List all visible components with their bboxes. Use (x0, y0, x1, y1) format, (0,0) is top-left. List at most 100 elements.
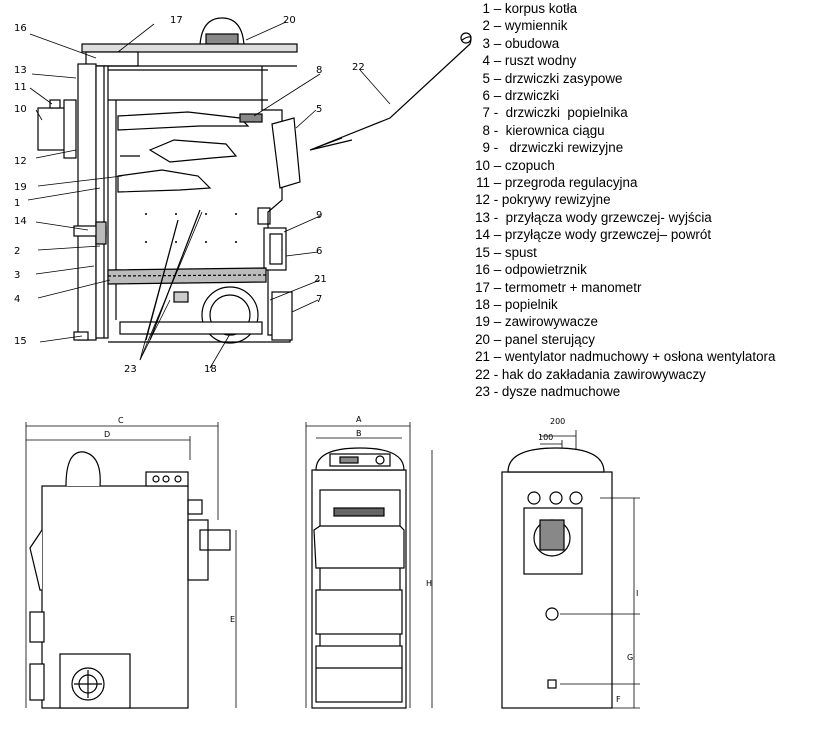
legend-item: 10 – czopuch (468, 157, 775, 174)
legend-item-text: – wentylator nadmuchowy + osłona wentyla… (490, 349, 776, 365)
legend-item: 16 – odpowietrznik (468, 261, 775, 278)
legend-item: 8 - kierownica ciągu (468, 122, 775, 139)
dim-label-100: 100 (538, 433, 553, 442)
callout-13: 13 (14, 65, 27, 76)
legend-item-text: – korpus kotła (490, 1, 578, 16)
callout-20: 20 (283, 15, 296, 26)
legend-item-text: - przyłącza wody grzewczej- wyjścia (490, 209, 712, 225)
front-view: A B H (305, 415, 433, 709)
callout-15: 15 (14, 336, 27, 347)
dim-label-C: C (118, 416, 124, 425)
legend-item: 13 - przyłącza wody grzewczej- wyjścia (468, 209, 775, 226)
callout-1: 1 (14, 198, 20, 209)
legend-item-number: 21 (475, 349, 490, 365)
legend-item-number: 20 (475, 331, 490, 347)
legend-item: 23 - dysze nadmuchowe (468, 383, 775, 400)
legend-item-text: – panel sterujący (490, 331, 595, 347)
callout-3: 3 (14, 270, 20, 281)
dim-label-B: B (356, 429, 362, 438)
legend-item: 12 - pokrywy rewizyjne (468, 191, 775, 208)
legend-item-number: 5 (482, 70, 490, 86)
legend-item-text: – zawirowywacze (490, 314, 598, 330)
legend-item-text: - kierownica ciągu (490, 122, 605, 138)
legend-item-number: 11 (476, 175, 490, 191)
legend-item-text: - hak do zakładania zawirowywaczy (490, 366, 706, 382)
callout-16: 16 (14, 23, 27, 34)
legend-item-text: – przyłącze wody grzewczej– powrót (490, 227, 712, 243)
legend-item-number: 14 (475, 227, 490, 243)
callout-4: 4 (14, 294, 20, 305)
legend-item: 22 - hak do zakładania zawirowywaczy (468, 366, 775, 383)
legend-item: 5 – drzwiczki zasypowe (468, 70, 775, 87)
legend-item-number: 2 (482, 18, 490, 34)
legend-item-number: 16 (475, 262, 490, 278)
rear-view: 200 100 I G F (501, 417, 640, 709)
callout-21: 21 (314, 274, 327, 285)
legend-item: 1 – korpus kotła (468, 0, 775, 17)
callout-12: 12 (14, 156, 27, 167)
legend-item: 20 – panel sterujący (468, 331, 775, 348)
legend-item-text: – drzwiczki zasypowe (490, 70, 623, 86)
callout-2: 2 (14, 246, 20, 257)
legend-item: 7 - drzwiczki popielnika (468, 104, 775, 121)
callout-10: 10 (14, 104, 27, 115)
legend-item-text: – wymiennik (490, 18, 568, 34)
callout-6: 6 (316, 246, 322, 257)
side-view: C D E (25, 416, 237, 709)
dim-label-H: H (426, 579, 432, 588)
callout-9: 9 (316, 210, 322, 221)
legend-item-text: - dysze nadmuchowe (490, 383, 621, 399)
callout-19: 19 (14, 182, 27, 193)
legend-item-text: - drzwiczki rewizyjne (490, 140, 624, 156)
callout-18: 18 (204, 364, 217, 375)
legend-item-number: 4 (482, 53, 490, 69)
legend-item-text: - pokrywy rewizyjne (490, 192, 611, 208)
dim-label-D: D (104, 430, 110, 439)
callout-5: 5 (316, 104, 322, 115)
legend-item: 14 – przyłącze wody grzewczej– powrót (468, 226, 775, 243)
legend-item-number: 17 (475, 279, 490, 295)
legend-item-text: – ruszt wodny (490, 53, 577, 69)
legend-item-number: 7 (482, 105, 490, 121)
legend-item-number: 12 (475, 192, 490, 208)
callout-11: 11 (14, 82, 27, 93)
legend-item-text: – przegroda regulacyjna (490, 175, 638, 191)
callout-23: 23 (124, 364, 137, 375)
legend-item-text: – spust (490, 244, 537, 260)
legend-item: 21 – wentylator nadmuchowy + osłona went… (468, 348, 775, 365)
dim-label-G: G (627, 653, 633, 662)
legend-item-number: 22 (475, 366, 490, 382)
callout-22: 22 (352, 62, 365, 73)
legend-item: 4 – ruszt wodny (468, 52, 775, 69)
legend-item-number: 15 (475, 244, 490, 260)
legend-item-number: 23 (475, 383, 490, 399)
callout-14: 14 (14, 216, 27, 227)
legend-item-text: – odpowietrznik (490, 262, 587, 278)
legend-item-number: 13 (475, 209, 490, 225)
legend-item: 2 – wymiennik (468, 17, 775, 34)
legend-item-number: 8 (482, 122, 490, 138)
legend-item-number: 9 (482, 140, 490, 156)
legend-item-text: - drzwiczki popielnika (490, 105, 628, 121)
legend-item: 9 - drzwiczki rewizyjne (468, 139, 775, 156)
section-view: 16 17 20 13 8 22 11 10 5 12 19 1 14 9 2 … (14, 15, 472, 375)
legend-item: 17 – termometr + manometr (468, 279, 775, 296)
legend-item-number: 1 (482, 1, 490, 16)
legend-item: 15 – spust (468, 244, 775, 261)
callout-7: 7 (316, 294, 322, 305)
legend-item-number: 6 (482, 88, 490, 104)
legend-item: 3 – obudowa (468, 35, 775, 52)
legend-item-text: – popielnik (490, 296, 558, 312)
legend-item-number: 10 (475, 157, 490, 173)
callout-17: 17 (170, 15, 183, 26)
dim-label-I: I (636, 589, 638, 598)
legend-item-text: – obudowa (490, 35, 560, 51)
legend-item: 18 – popielnik (468, 296, 775, 313)
callout-8: 8 (316, 65, 322, 76)
dim-label-E: E (230, 615, 235, 624)
legend-item-text: – czopuch (490, 157, 555, 173)
legend-item-number: 18 (475, 296, 490, 312)
legend-item: 19 – zawirowywacze (468, 313, 775, 330)
legend-item-number: 3 (482, 35, 490, 51)
